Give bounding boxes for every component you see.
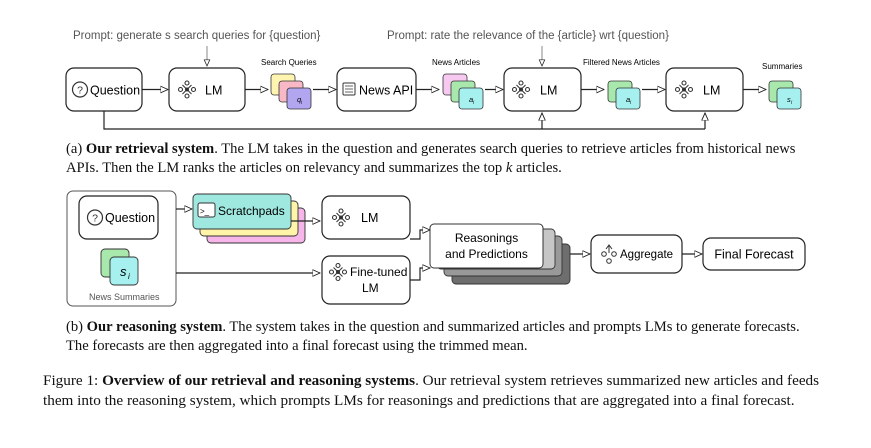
search-query-cards: q i xyxy=(270,73,312,110)
filtered-card-label: a xyxy=(626,95,630,104)
question-icon xyxy=(71,81,89,98)
filtered-article-cards: a i xyxy=(607,80,641,110)
retrieval-lm-3-box: LM xyxy=(665,67,744,112)
aggregate-box: Aggregate xyxy=(590,234,683,274)
question-feedback-line xyxy=(103,111,705,130)
filtered-news-articles-label: Filtered News Articles xyxy=(583,58,660,67)
filtered-card-cyan xyxy=(615,87,641,110)
scratchpads-stack: >_ Scratchpads xyxy=(192,193,306,244)
news-summaries-label: News Summaries xyxy=(89,292,160,302)
reasoning-question-box: ? Question xyxy=(78,195,159,240)
summary-card-label: s xyxy=(787,95,791,104)
news-api-label: News API xyxy=(359,84,413,98)
reasoning-card-front xyxy=(429,223,544,269)
scratchpad-card-teal xyxy=(192,193,292,230)
prompt-rate-label: Prompt: rate the relevance of the {artic… xyxy=(387,30,669,42)
news-summary-cards: s i xyxy=(100,248,139,286)
retrieval-lm-1-box: LM xyxy=(168,67,246,112)
reasoning-question-label: Question xyxy=(105,211,155,225)
news-summary-card-cyan xyxy=(109,256,139,286)
caption-reasoning: (b) Our reasoning system. The system tak… xyxy=(66,319,800,354)
aggregate-icon xyxy=(601,244,617,264)
terminal-icon xyxy=(197,202,216,218)
article-card-cyan xyxy=(458,87,484,110)
retrieval-lm-2-label: LM xyxy=(540,84,557,98)
news-articles-label: News Articles xyxy=(432,58,480,67)
final-forecast-label: Final Forecast xyxy=(714,248,794,262)
finetuned-lm-label-line2: LM xyxy=(362,281,379,295)
summary-card-cyan xyxy=(776,87,802,110)
final-forecast-box: Final Forecast xyxy=(702,237,806,271)
retrieval-question-label: Question xyxy=(90,84,140,98)
svg-text:i: i xyxy=(128,272,130,281)
caption-retrieval: (a) Our retrieval system. The LM takes i… xyxy=(66,141,796,176)
finetuned-lm-box: Fine-tuned LM xyxy=(321,255,411,305)
svg-text:?: ? xyxy=(92,213,98,225)
svg-text:i: i xyxy=(473,100,475,106)
scratchpads-label: Scratchpads xyxy=(218,204,285,218)
summaries-label: Summaries xyxy=(762,62,802,71)
prompt-search-label: Prompt: generate s search queries for {q… xyxy=(73,30,321,42)
news-api-box: News API xyxy=(336,67,417,112)
query-card-purple xyxy=(286,87,312,110)
caption-retrieval-title: Our retrieval system xyxy=(85,141,215,157)
query-card-label: q xyxy=(297,95,302,104)
reasoning-lm-box: LM xyxy=(321,195,411,240)
article-card-label: a xyxy=(469,95,473,104)
svg-text:i: i xyxy=(791,100,793,106)
reasoning-lm-label: LM xyxy=(361,211,378,225)
reasoning-system: ? Question s i News Summaries >_ Scratch… xyxy=(66,190,806,307)
retrieval-lm-2-box: LM xyxy=(503,67,582,112)
news-article-cards: a i xyxy=(442,73,484,110)
finetuned-lm-label-line1: Fine-tuned xyxy=(350,265,407,279)
figure-caption-title: Overview of our retrieval and reasoning … xyxy=(102,372,416,389)
search-queries-label: Search Queries xyxy=(261,58,317,67)
reasonings-label-line2: and Predictions xyxy=(445,247,528,261)
reasonings-label-line1: Reasonings xyxy=(455,231,518,245)
retrieval-lm-3-label: LM xyxy=(703,84,720,98)
news-summary-card-label: s xyxy=(120,264,127,279)
retrieval-system: Prompt: generate s search queries for {q… xyxy=(65,30,802,130)
reasonings-stack: Reasonings and Predictions xyxy=(429,223,571,285)
question-icon xyxy=(86,209,104,226)
figure-caption: Figure 1: Overview of our retrieval and … xyxy=(43,372,820,409)
svg-text:i: i xyxy=(630,100,632,106)
aggregate-label: Aggregate xyxy=(620,249,673,261)
retrieval-question-box: ? Question xyxy=(65,67,143,112)
retrieval-lm-1-label: LM xyxy=(205,84,222,98)
svg-text:i: i xyxy=(301,100,303,106)
svg-text:?: ? xyxy=(77,85,83,97)
summary-cards: s i xyxy=(768,80,802,110)
svg-text:>_: >_ xyxy=(200,207,210,216)
caption-reasoning-title: Our reasoning system xyxy=(86,319,223,335)
